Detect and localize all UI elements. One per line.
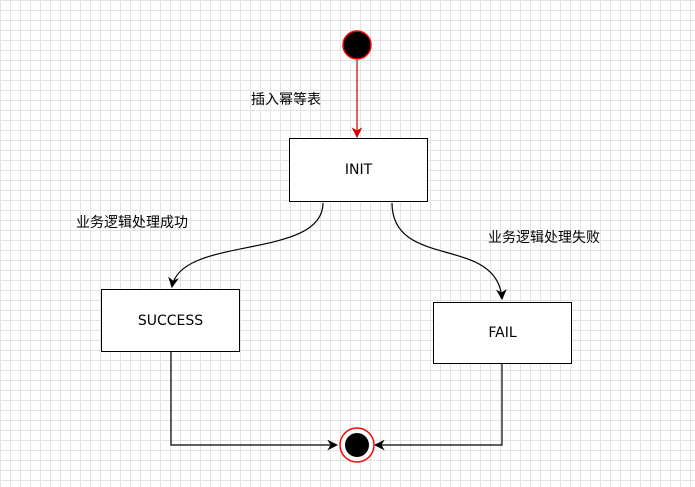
state-fail-label: FAIL [488, 325, 517, 341]
initial-state-node[interactable] [342, 30, 372, 60]
edge-label-start-to-init: 插入幂等表 [251, 92, 321, 108]
state-fail[interactable]: FAIL [433, 302, 572, 364]
state-success[interactable]: SUCCESS [101, 289, 240, 352]
edge-init-to-success[interactable] [168, 202, 324, 289]
state-success-label: SUCCESS [137, 312, 204, 329]
edge-label-init-to-fail: 业务逻辑处理失败 [488, 230, 600, 246]
edge-fail-to-end[interactable] [373, 364, 503, 451]
state-init[interactable]: INIT [289, 138, 428, 202]
edge-init-to-fail[interactable] [391, 202, 507, 301]
edge-success-to-end[interactable] [170, 352, 339, 451]
state-init-label: INIT [344, 162, 373, 178]
edge-label-init-to-success: 业务逻辑处理成功 [76, 215, 188, 231]
final-state-node[interactable] [339, 427, 375, 463]
